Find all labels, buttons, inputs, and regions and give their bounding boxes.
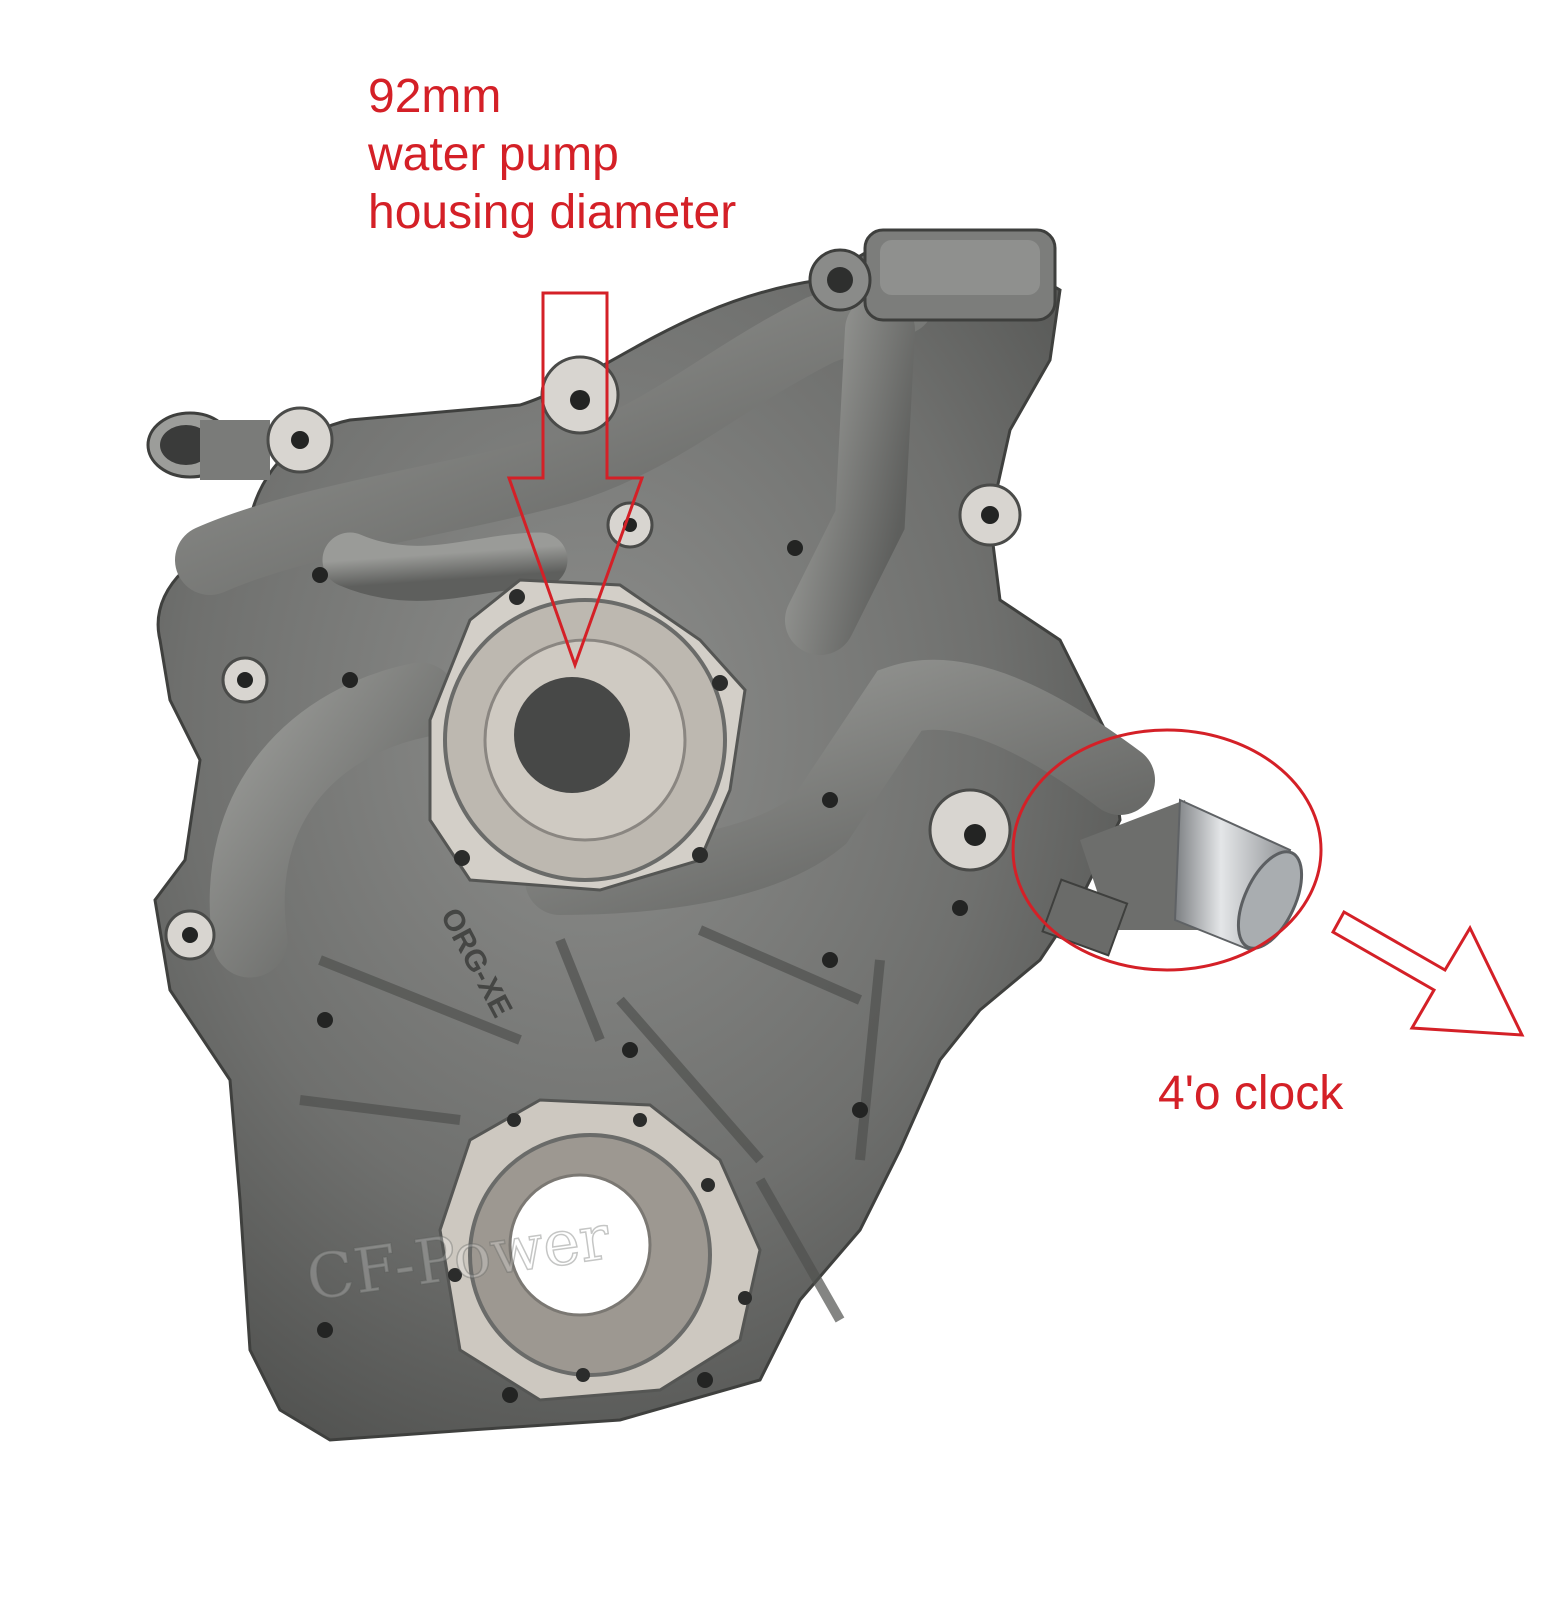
water-pump-housing	[428, 578, 747, 892]
bolt-holes	[182, 390, 999, 1403]
crank-seal-housing	[438, 1098, 762, 1402]
direction-arrow-annotation	[1330, 909, 1525, 1037]
coolant-outlet-4-oclock	[1041, 798, 1304, 957]
left-outlet	[146, 411, 270, 480]
diameter-value: 92mm	[368, 70, 502, 123]
cover-ribs	[299, 925, 885, 1323]
diameter-line-2: water pump	[368, 128, 619, 181]
orientation-label: 4'o clock	[1158, 1067, 1344, 1120]
down-arrow-annotation	[506, 291, 645, 670]
upper-outlet	[808, 228, 1057, 322]
diameter-annotation: 92mm water pump housing diameter	[368, 68, 736, 242]
bolt-bosses	[164, 355, 1022, 961]
diameter-line-3: housing diameter	[368, 186, 737, 239]
outlet-circle-annotation	[1011, 728, 1323, 972]
